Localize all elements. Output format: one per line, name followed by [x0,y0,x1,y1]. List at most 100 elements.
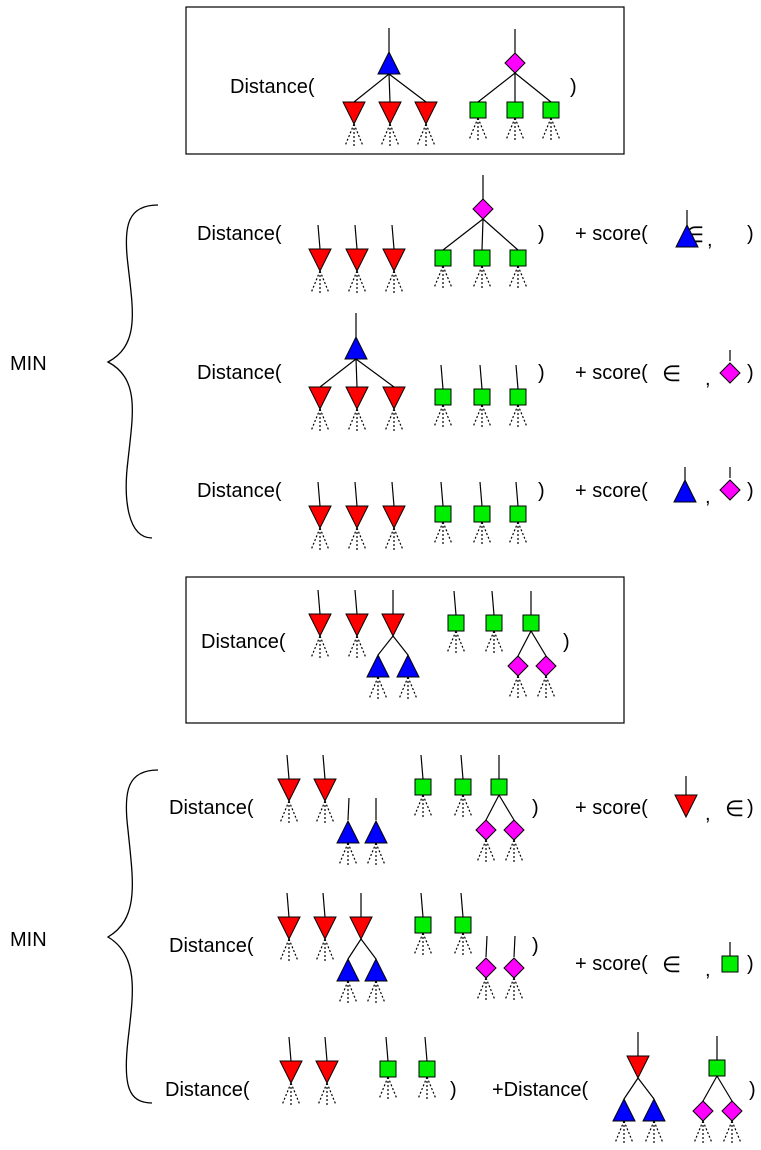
dotted-edge [393,527,404,551]
green-square-node [434,505,452,523]
close-paren: ) [749,1079,756,1101]
magenta-diamond-node [475,957,497,979]
dotted-edge [416,123,427,147]
dotted-edge [545,675,556,699]
dotted-edge [347,527,358,551]
close-paren: ) [747,480,754,502]
green-square-node [414,916,432,934]
dotted-edge [368,676,379,700]
edge [354,589,358,615]
dotted-edge [413,794,424,818]
edge [391,481,395,507]
green-square-node [473,388,491,406]
dotted-edge [279,938,290,962]
green-square-node [542,101,560,119]
magenta-diamond-node [503,957,525,979]
dotted-edge [290,1082,301,1106]
dotted-edge [433,404,444,428]
dotted-edge [462,932,473,956]
blue-up-triangle-node [366,653,390,678]
dotted-edge [393,270,404,294]
edge [322,754,326,780]
dotted-edge [508,404,519,428]
min-brace-2 [106,769,159,1104]
dotted-edge [347,408,358,432]
min-label: MIN [10,353,47,375]
green-square-node [490,778,508,796]
edge [514,72,552,103]
edge [515,481,519,507]
dotted-edge [653,1120,664,1144]
edge [360,938,377,960]
dotted-edge [426,1076,437,1100]
edge [440,481,444,507]
dotted-edge [517,404,528,428]
dotted-edge [508,675,519,699]
close-paren: ) [538,480,545,502]
close-paren: ) [747,797,754,819]
red-down-triangle-node [378,101,402,126]
dotted-edge [310,270,321,294]
dotted-edge [344,123,355,147]
dotted-edge [481,404,492,428]
dotted-edge [338,980,349,1004]
box-top [185,6,625,155]
green-square-node [708,1059,726,1077]
dotted-edge [541,117,552,141]
dotted-edge [508,265,519,289]
score-label: + score( [575,953,648,975]
edge [460,754,464,780]
dotted-edge [380,123,391,147]
edge [442,218,484,251]
magenta-diamond-node [719,362,741,384]
edge [424,1036,428,1062]
green-square-node [509,249,527,267]
red-down-triangle-node [345,386,369,411]
green-square-node [509,388,527,406]
red-down-triangle-node [382,248,406,273]
dotted-edge [366,980,377,1004]
close-paren: ) [532,797,539,819]
distance-label: Distance( [197,362,282,384]
red-down-triangle-node [315,1060,339,1085]
dotted-edge [442,265,453,289]
blue-up-triangle-node [336,819,360,844]
edge [440,364,444,390]
green-square-node [721,955,739,973]
dotted-edge [481,521,492,545]
comma: , [705,486,711,508]
red-down-triangle-node [279,1060,303,1085]
edge [479,364,483,390]
edge [317,481,321,507]
edge [385,1036,389,1062]
green-square-node [509,505,527,523]
dotted-edge [384,270,395,294]
edge [347,797,350,821]
edge [317,224,321,250]
dotted-edge [279,800,290,824]
green-square-node [485,614,503,632]
red-down-triangle-node [626,1055,650,1080]
dotted-edge [472,521,483,545]
red-down-triangle-node [414,101,438,126]
comma: , [705,368,711,390]
empty-tree-symbol: ∈ [662,952,681,977]
dotted-edge [731,1120,742,1144]
comma: , [707,229,713,251]
dotted-edge [356,408,367,432]
edge [637,1077,655,1100]
red-down-triangle-node [277,916,301,941]
edge [491,590,495,616]
red-down-triangle-node [382,505,406,530]
min-brace-1 [106,204,159,539]
green-square-node [414,778,432,796]
red-down-triangle-node [345,248,369,273]
dotted-edge [623,1120,634,1144]
dotted-edge [442,521,453,545]
distance-label: Distance( [230,76,315,98]
red-down-triangle-node [345,505,369,530]
edge [388,73,391,103]
blue-up-triangle-node [642,1097,666,1122]
red-down-triangle-node [308,613,332,638]
